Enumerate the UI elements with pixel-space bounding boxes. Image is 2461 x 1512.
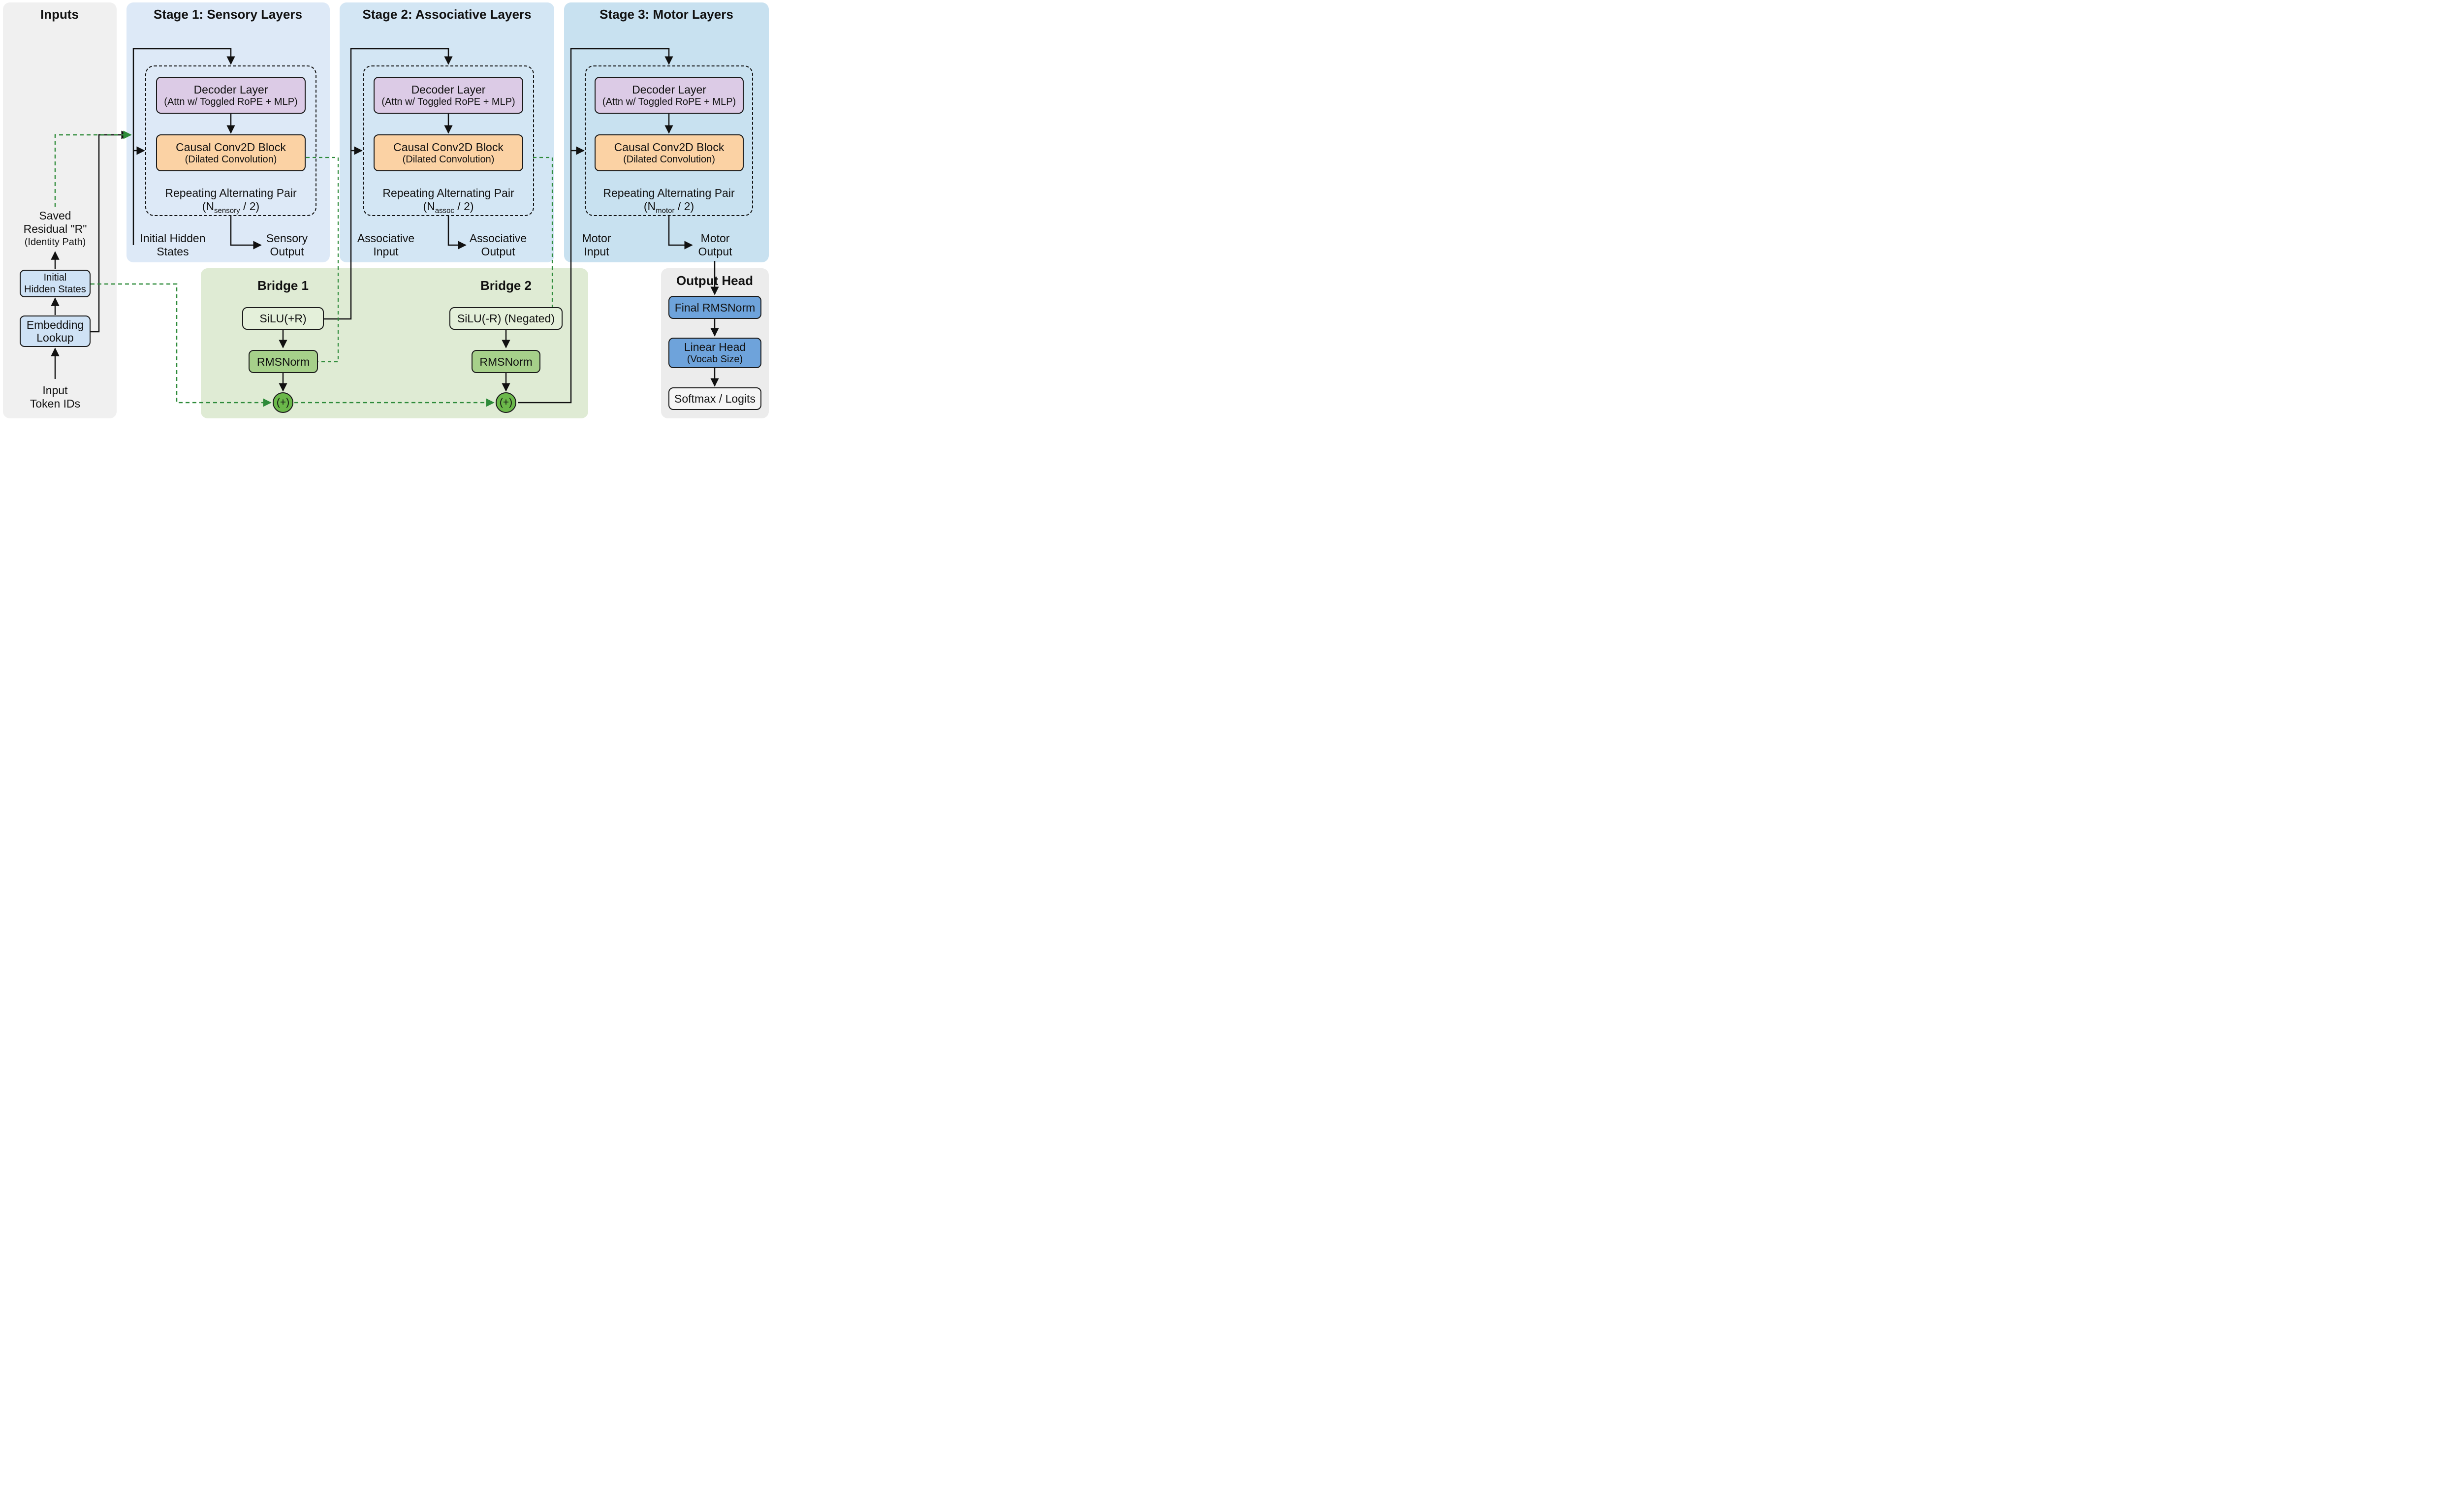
bridge2-silu-box: SiLU(-R) (Negated) — [449, 307, 563, 330]
bridge1-add-node: (+) — [273, 392, 293, 413]
stage2-input-label: Associative Input — [357, 232, 415, 258]
stage3-output-label: Motor Output — [698, 232, 732, 258]
stage1-decoder-box: Decoder Layer (Attn w/ Toggled RoPE + ML… — [156, 77, 306, 114]
bridge1-title: Bridge 1 — [257, 278, 309, 293]
stage3-repeat-group — [585, 65, 753, 216]
bridge1-rmsnorm-box: RMSNorm — [249, 350, 318, 373]
stage1-repeat-label: Repeating Alternating Pair (Nsensory / 2… — [165, 187, 297, 215]
stage1-title: Stage 1: Sensory Layers — [153, 7, 303, 22]
linear-head-box: Linear Head (Vocab Size) — [668, 338, 761, 368]
stage2-output-label: Associative Output — [469, 232, 527, 258]
input-token-ids-label: Input Token IDs — [30, 384, 81, 410]
connector-wires — [51, 48, 719, 407]
embedding-lookup-box: Embedding Lookup — [20, 315, 91, 347]
stage1-repeat-group — [145, 65, 316, 216]
stage3-decoder-box: Decoder Layer (Attn w/ Toggled RoPE + ML… — [595, 77, 744, 114]
stage2-decoder-box: Decoder Layer (Attn w/ Toggled RoPE + ML… — [374, 77, 523, 114]
initial-hidden-states-box: Initial Hidden States — [20, 270, 91, 297]
inputs-panel — [3, 2, 117, 418]
saved-residual-label: Saved Residual "R" (Identity Path) — [23, 209, 87, 248]
stage2-repeat-label: Repeating Alternating Pair (Nassoc / 2) — [382, 187, 514, 215]
bridge2-rmsnorm-box: RMSNorm — [472, 350, 540, 373]
stage1-conv-box: Causal Conv2D Block (Dilated Convolution… — [156, 134, 306, 171]
stage3-title: Stage 3: Motor Layers — [599, 7, 733, 22]
bridge2-title: Bridge 2 — [480, 278, 532, 293]
stage1-input-label: Initial Hidden States — [140, 232, 206, 258]
stage1-output-label: Sensory Output — [266, 232, 308, 258]
stage3-input-label: Motor Input — [582, 232, 611, 258]
stage3-repeat-label: Repeating Alternating Pair (Nmotor / 2) — [603, 187, 735, 215]
stage2-repeat-group — [363, 65, 534, 216]
inputs-title: Inputs — [40, 7, 79, 22]
final-rmsnorm-box: Final RMSNorm — [668, 296, 761, 319]
bridge1-silu-box: SiLU(+R) — [242, 307, 324, 330]
bridge2-add-node: (+) — [496, 392, 516, 413]
softmax-logits-box: Softmax / Logits — [668, 387, 761, 410]
stage2-conv-box: Causal Conv2D Block (Dilated Convolution… — [374, 134, 523, 171]
bridge-panel — [201, 268, 588, 418]
stage2-title: Stage 2: Associative Layers — [362, 7, 532, 22]
stage3-conv-box: Causal Conv2D Block (Dilated Convolution… — [595, 134, 744, 171]
